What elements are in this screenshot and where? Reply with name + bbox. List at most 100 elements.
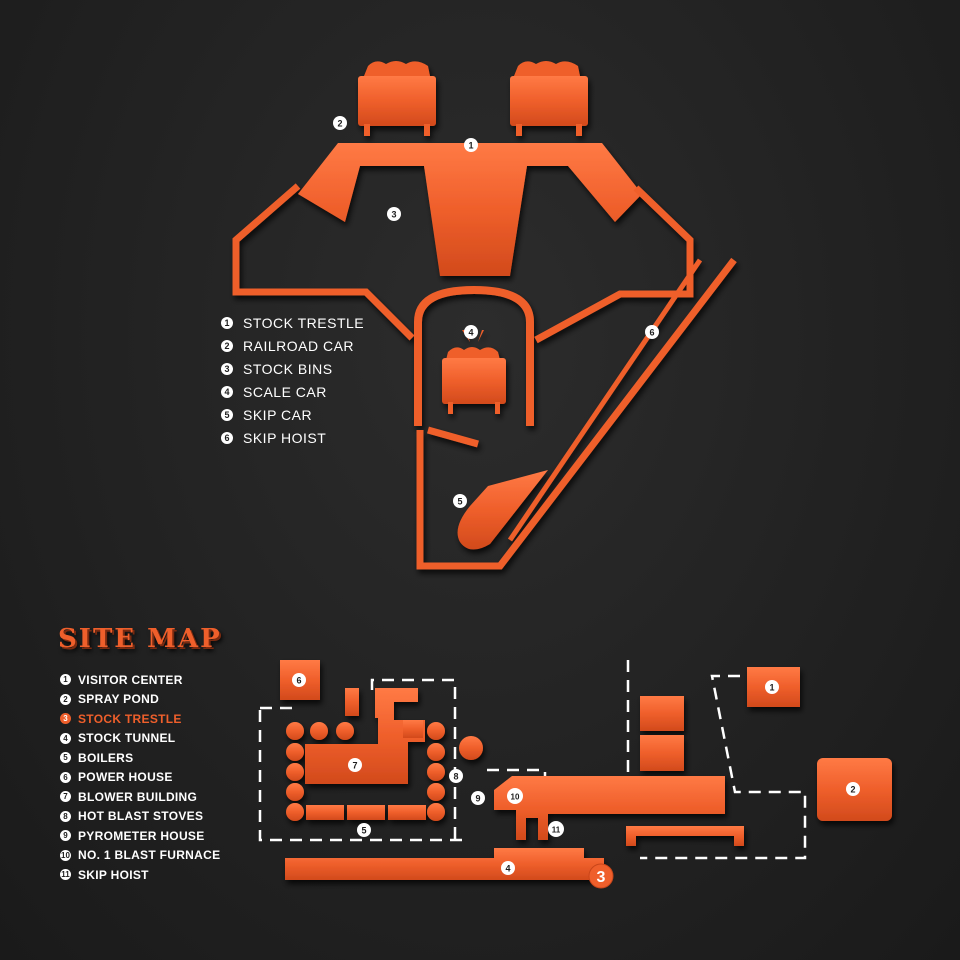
svg-text:11: 11 [552, 826, 561, 835]
site-legend-item: 2 SPRAY POND [60, 690, 220, 710]
site-legend-number: 9 [60, 830, 71, 842]
site-legend-number: 6 [60, 771, 71, 783]
legend-item: 6 SKIP HOIST [221, 426, 364, 449]
site-legend-label: STOCK TUNNEL [78, 731, 176, 746]
legend-item: 5 SKIP CAR [221, 403, 364, 426]
svg-text:5: 5 [457, 497, 462, 507]
site-marker-6: 6 [292, 673, 306, 687]
scale-car [442, 347, 506, 414]
legend-label: STOCK BINS [243, 360, 333, 377]
site-legend-item-highlighted: 3 STOCK TRESTLE [60, 709, 220, 729]
site-legend-number: 5 [60, 752, 71, 764]
site-legend-item: 5 BOILERS [60, 748, 220, 768]
svg-text:3: 3 [597, 869, 606, 886]
svg-text:4: 4 [505, 864, 510, 874]
legend-number: 6 [221, 431, 233, 444]
site-marker-9: 9 [471, 791, 485, 805]
svg-text:2: 2 [850, 785, 855, 795]
railroad-car-left [358, 61, 436, 136]
svg-text:9: 9 [475, 794, 480, 804]
site-legend-item: 9 PYROMETER HOUSE [60, 826, 220, 846]
diagram-marker-3: 3 [387, 207, 401, 221]
railroad-car-right [510, 61, 588, 136]
legend-number: 1 [221, 316, 233, 329]
skip-hoist-incline [416, 257, 737, 570]
site-legend-number: 3 [60, 713, 71, 725]
legend-number: 5 [221, 408, 233, 421]
stock-bin-right-outline [534, 185, 694, 344]
you-are-here-marker: 3 [588, 863, 614, 889]
site-map-legend: 1 VISITOR CENTER 2 SPRAY POND 3 STOCK TREST… [60, 670, 220, 885]
hot-blast-stoves [286, 722, 483, 821]
legend-item: 2 RAILROAD CAR [221, 334, 364, 357]
svg-text:2: 2 [337, 119, 342, 129]
legend-label: STOCK TRESTLE [243, 314, 365, 331]
legend-label: SKIP HOIST [243, 429, 327, 446]
diagram-marker-5: 5 [453, 494, 467, 508]
site-legend-label: SKIP HOIST [78, 867, 149, 882]
site-legend-number: 4 [60, 732, 71, 744]
site-legend-label: NO. 1 BLAST FURNACE [78, 848, 221, 863]
diagram-shapes [232, 61, 737, 570]
site-markers: 6 1 2 7 8 9 10 5 11 4 3 [292, 673, 860, 889]
legend-label: SKIP CAR [243, 406, 313, 423]
site-marker-7: 7 [348, 758, 362, 772]
site-legend-label: STOCK TRESTLE [78, 711, 182, 726]
svg-text:6: 6 [649, 328, 654, 338]
site-legend-item: 8 HOT BLAST STOVES [60, 807, 220, 827]
svg-text:6: 6 [296, 676, 301, 686]
diagram-marker-1: 1 [464, 138, 478, 152]
site-legend-item: 4 STOCK TUNNEL [60, 729, 220, 749]
no1-blast-furnace [494, 776, 725, 840]
svg-text:5: 5 [361, 826, 366, 836]
site-legend-number: 7 [60, 791, 71, 803]
furnace-legend: 1 STOCK TRESTLE 2 RAILROAD CAR 3 STOCK BINS… [221, 311, 364, 449]
legend-number: 4 [221, 385, 233, 398]
site-legend-label: SPRAY POND [78, 692, 160, 707]
diagram-marker-4: 4 [464, 325, 478, 339]
blower-building [305, 688, 425, 784]
legend-number: 2 [221, 339, 233, 352]
site-marker-10: 10 [507, 788, 523, 804]
svg-text:4: 4 [468, 328, 473, 338]
site-marker-1: 1 [765, 680, 779, 694]
site-legend-label: POWER HOUSE [78, 770, 173, 785]
site-legend-label: PYROMETER HOUSE [78, 828, 205, 843]
legend-label: RAILROAD CAR [243, 337, 355, 354]
skip-hoist-building [626, 826, 744, 846]
site-marker-8: 8 [449, 769, 463, 783]
site-legend-number: 8 [60, 810, 71, 822]
legend-item: 4 SCALE CAR [221, 380, 364, 403]
site-marker-11: 11 [548, 821, 564, 837]
site-map-title: SITE MAP [58, 624, 222, 654]
diagram-marker-2: 2 [333, 116, 347, 130]
legend-item: 3 STOCK BINS [221, 357, 364, 380]
site-legend-label: VISITOR CENTER [78, 672, 183, 687]
site-marker-5: 5 [357, 823, 371, 837]
site-legend-label: BOILERS [78, 750, 134, 765]
stock-bin-left-outline [232, 183, 415, 341]
diagram-markers: 1 2 3 4 5 6 [333, 116, 659, 508]
site-legend-number: 1 [60, 674, 71, 686]
legend-label: SCALE CAR [243, 383, 327, 400]
site-map-buildings [280, 660, 892, 880]
site-legend-item: 6 POWER HOUSE [60, 768, 220, 788]
legend-item: 1 STOCK TRESTLE [221, 311, 364, 334]
stock-bins [298, 143, 642, 276]
svg-text:7: 7 [352, 761, 357, 771]
svg-text:1: 1 [769, 683, 774, 693]
site-legend-number: 2 [60, 693, 71, 705]
diagram-marker-6: 6 [645, 325, 659, 339]
stock-tunnel [285, 848, 604, 880]
site-legend-label: HOT BLAST STOVES [78, 809, 204, 824]
skip-car [457, 470, 548, 550]
svg-text:1: 1 [468, 141, 473, 151]
site-legend-number: 11 [60, 869, 71, 881]
site-marker-2: 2 [846, 782, 860, 796]
legend-number: 3 [221, 362, 233, 375]
site-legend-item: 11 SKIP HOIST [60, 865, 220, 885]
svg-text:3: 3 [391, 210, 396, 220]
